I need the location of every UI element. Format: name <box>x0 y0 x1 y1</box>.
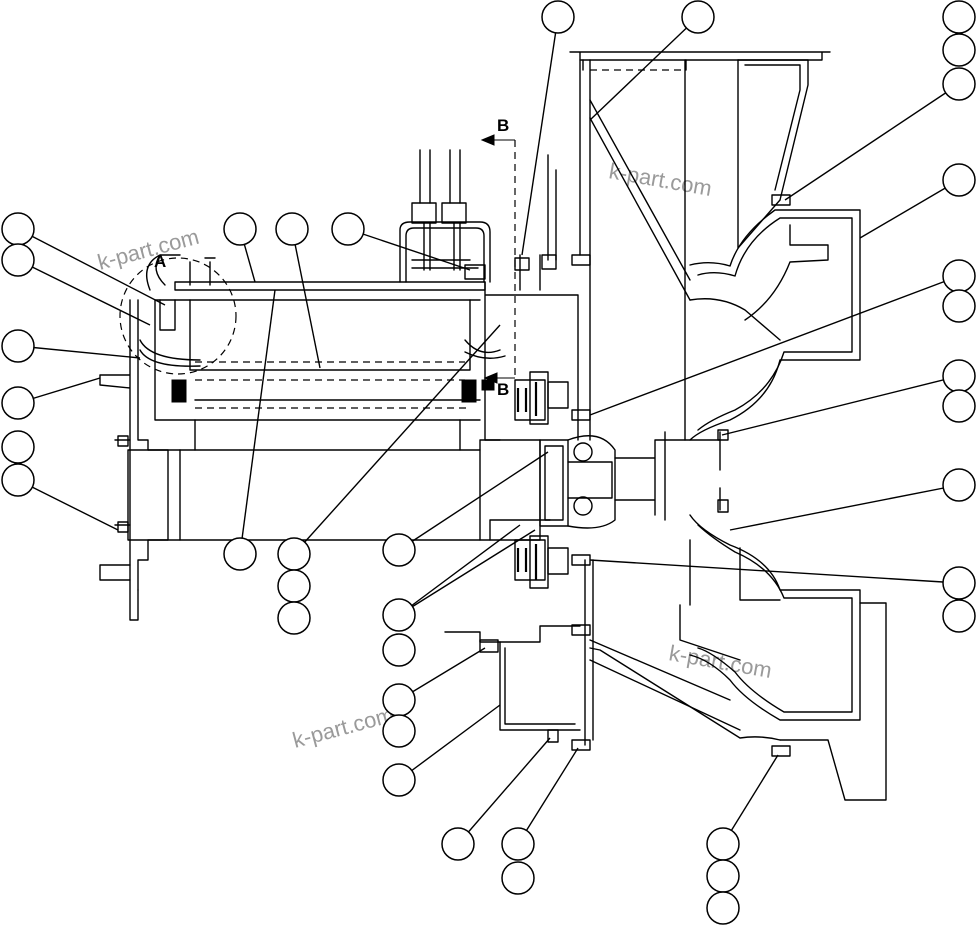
callout-bubble <box>942 359 976 393</box>
callout-bubble <box>331 212 365 246</box>
callout-bubble <box>1 430 35 464</box>
callout-bubble <box>382 714 416 748</box>
callout-bubble <box>1 243 35 277</box>
callout-bubble <box>382 763 416 797</box>
callout-bubble <box>382 533 416 567</box>
callout-bubble <box>1 386 35 420</box>
callout-bubble <box>942 0 976 34</box>
section-b-label-mid: B <box>497 380 509 399</box>
callout-bubble <box>277 601 311 635</box>
callout-bubble <box>706 859 740 893</box>
callout-bubble <box>1 212 35 246</box>
leader-lines <box>17 16 960 845</box>
detail-a-label: A <box>154 252 166 271</box>
callout-bubble <box>501 827 535 861</box>
callout-bubble <box>382 598 416 632</box>
callout-bubble <box>1 329 35 363</box>
pump-casing <box>444 51 887 801</box>
callout-bubble <box>942 259 976 293</box>
watermark-4: k-part.com <box>290 702 397 753</box>
callout-bubble <box>541 0 575 34</box>
section-b-markers <box>480 134 516 384</box>
callout-bubble <box>223 212 257 246</box>
callout-bubble <box>382 633 416 667</box>
callout-bubble <box>942 289 976 323</box>
callout-bubble <box>942 67 976 101</box>
callout-bubble <box>277 569 311 603</box>
callout-bubble <box>382 683 416 717</box>
callout-bubble <box>942 468 976 502</box>
callout-bubble <box>942 566 976 600</box>
callout-bubble <box>706 891 740 925</box>
terminal-box <box>399 149 491 283</box>
callout-bubble <box>277 537 311 571</box>
callout-bubble <box>942 163 976 197</box>
callout-bubble <box>441 827 475 861</box>
callout-bubble <box>942 389 976 423</box>
callout-bubble <box>681 0 715 34</box>
watermark-3: k-part.com <box>667 640 774 683</box>
callout-bubble <box>1 463 35 497</box>
callout-bubble <box>223 537 257 571</box>
section-b-label-top: B <box>497 116 509 135</box>
callout-bubble <box>942 599 976 633</box>
callout-bubble <box>275 212 309 246</box>
callout-bubble <box>706 827 740 861</box>
drive-end-housing <box>99 254 506 621</box>
detail-a-circle <box>119 257 237 375</box>
callout-bubble <box>501 861 535 895</box>
right-bearing-block <box>461 379 477 403</box>
callout-bubble <box>942 33 976 67</box>
left-bearing-block <box>171 379 187 403</box>
